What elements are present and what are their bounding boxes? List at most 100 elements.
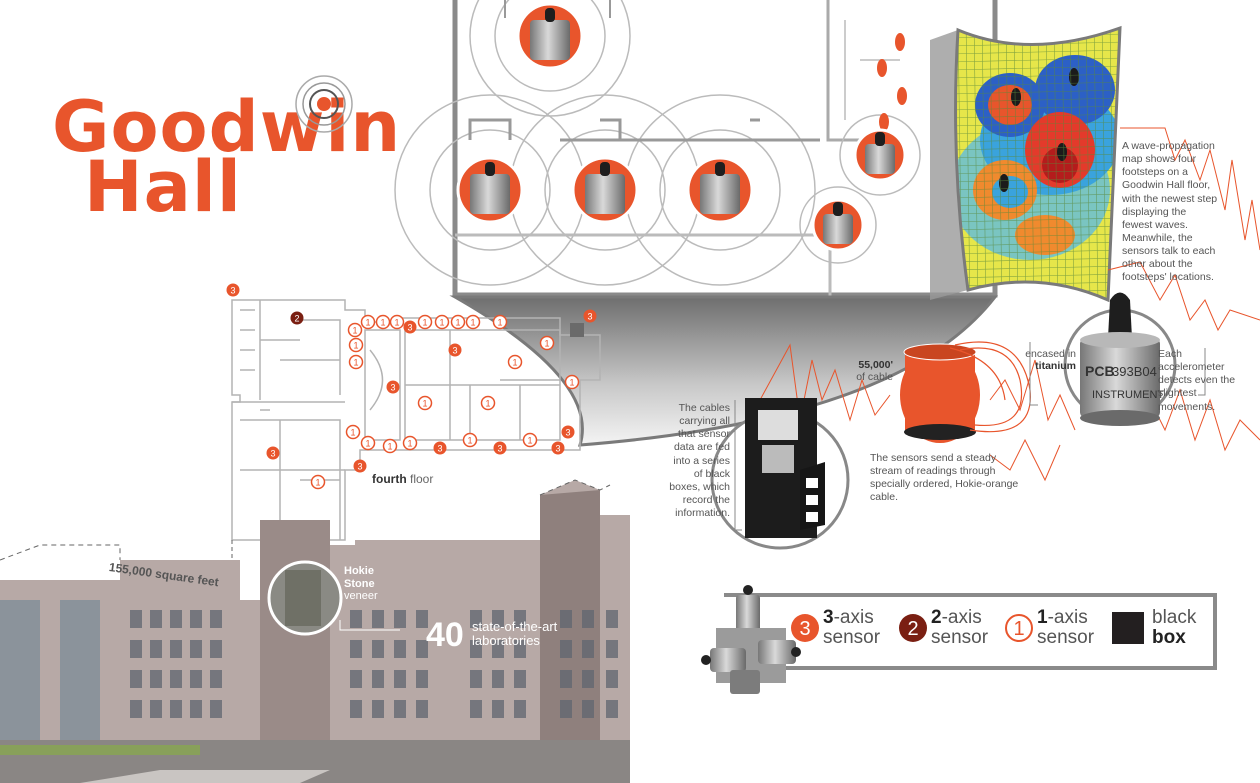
- sensor-marker-label: 1: [350, 428, 355, 438]
- legend-2-axis-label: -axis: [941, 607, 982, 628]
- legend-3-axis-label: -axis: [833, 607, 874, 628]
- sensor-marker-label: 1: [569, 378, 574, 388]
- wave-propagation-map: [954, 25, 1122, 303]
- sensor-marker-1-axis: [434, 314, 450, 330]
- sensor-marker-label: 1: [497, 318, 502, 328]
- sensor-marker-1-axis: [480, 395, 496, 411]
- sensor-marker-1-axis: [402, 435, 418, 451]
- sensor-marker-1-axis: [310, 474, 326, 490]
- sensor-marker-1-axis: [522, 432, 538, 448]
- sensor-marker-2-axis: [290, 311, 304, 325]
- sensor-2-axis-icon: 2: [899, 613, 927, 642]
- sensor-marker-label: 1: [455, 318, 460, 328]
- cable-length-value: 55,000': [858, 359, 893, 371]
- sensor-marker-1-axis: [348, 354, 364, 370]
- legend-3-axis-sub: sensor: [823, 626, 881, 648]
- sensor-marker-label: 1: [353, 358, 358, 368]
- sensor-marker-3-axis: [583, 309, 597, 323]
- encased-material: titanium: [1035, 360, 1076, 373]
- labs-text: state-of-the-art laboratories: [472, 619, 558, 649]
- sensor-marker-label: 1: [365, 318, 370, 328]
- sensor-marker-1-axis: [347, 322, 363, 338]
- sensor-marker-3-axis: [266, 446, 280, 460]
- sensor-marker-1-axis: [462, 432, 478, 448]
- sensor-marker-label: 1: [467, 436, 472, 446]
- sensor-marker-1-axis: [492, 314, 508, 330]
- footprint-icon: [877, 33, 907, 131]
- floor-label: fourth floor: [372, 472, 433, 487]
- sensor-marker-1-axis: [389, 314, 405, 330]
- sensor-marker-3-axis: [551, 441, 565, 455]
- sensor-marker-1-axis: [417, 314, 433, 330]
- sensor-marker-label: 1: [512, 358, 517, 368]
- sensor-marker-label: 3: [407, 323, 412, 333]
- sensor-marker-1-axis: [465, 314, 481, 330]
- cable-length: 55,000' of cable: [845, 359, 893, 383]
- sensor-marker-label: 2: [294, 314, 299, 324]
- svg-text:3: 3: [799, 618, 810, 640]
- sensor-marker-label: 3: [270, 449, 275, 459]
- sensor-marker-label: 3: [357, 462, 362, 472]
- legend-2-axis-sub: sensor: [931, 626, 989, 648]
- sensor-marker-label: 3: [390, 383, 395, 393]
- sensor-marker-label: 3: [587, 312, 592, 322]
- accelerometer-photo: PCB 393B04 INSTRUMENT: [1029, 292, 1206, 426]
- sensor-marker-1-axis: [360, 435, 376, 451]
- hokie-stone-rest: veneer: [344, 590, 378, 603]
- magnified-sensor-cap: [600, 162, 610, 176]
- legend-black-box-line2: box: [1152, 626, 1186, 648]
- legend: [701, 585, 1217, 694]
- black-box-photo: [710, 398, 850, 550]
- svg-text:2: 2: [907, 618, 918, 640]
- encased-text: encased in: [1025, 348, 1076, 360]
- hokie-stone-label: Hokie Stone veneer: [344, 565, 384, 603]
- cable-spool: [900, 341, 1031, 443]
- magnified-sensor-body: [585, 174, 625, 214]
- hokie-stone-bold: Hokie Stone: [344, 565, 375, 590]
- title-line1: Goodwin: [52, 86, 402, 168]
- target-icon: [295, 75, 353, 133]
- sensor-marker-label: 1: [439, 318, 444, 328]
- sensor-marker-3-axis: [353, 459, 367, 473]
- magnified-sensor-cap: [715, 162, 725, 176]
- cable-length-unit: of cable: [856, 370, 893, 383]
- sensor-3-axis-icon: [701, 585, 801, 694]
- floor-label-bold: fourth: [372, 472, 407, 486]
- legend-1-axis-num: 1: [1037, 607, 1048, 628]
- sensor-marker-3-axis: [433, 441, 447, 455]
- sensor-marker-label: 1: [394, 318, 399, 328]
- floor-label-rest: floor: [406, 472, 434, 486]
- sensor-marker-1-axis: [564, 374, 580, 390]
- sensor-marker-label: 3: [230, 286, 235, 296]
- sensor-model: 393B04: [1112, 364, 1157, 379]
- sensor-marker-1-axis: [507, 354, 523, 370]
- sensor-marker-1-axis: [450, 314, 466, 330]
- sensor-marker-1-axis: [360, 314, 376, 330]
- sensor-marker-1-axis: [375, 314, 391, 330]
- magnified-sensor-cap: [833, 202, 843, 216]
- black-box-caption: The cables carrying all that sensor data…: [669, 402, 730, 519]
- sensor-marker-label: 3: [555, 444, 560, 454]
- sensor-marker-3-axis: [403, 320, 417, 334]
- sensor-marker-label: 1: [315, 478, 320, 488]
- legend-2-axis-num: 2: [931, 607, 942, 628]
- sensor-marker-label: 3: [437, 444, 442, 454]
- sensor-marker-3-axis: [448, 343, 462, 357]
- sensor-marker-3-axis: [493, 441, 507, 455]
- magnified-sensor-body: [823, 214, 853, 244]
- legend-1-axis-sub: sensor: [1037, 626, 1095, 648]
- legend-3-axis-num: 3: [823, 607, 834, 628]
- magnified-sensor-cap: [875, 132, 885, 146]
- sensor-1-axis-icon: 1: [1005, 613, 1033, 642]
- sensor-marker-1-axis: [382, 438, 398, 454]
- sensor-marker-label: 1: [352, 326, 357, 336]
- sensor-marker-label: 1: [485, 399, 490, 409]
- magnified-sensor-cap: [485, 162, 495, 176]
- magnified-sensor-body: [470, 174, 510, 214]
- magnified-sensor-body: [700, 174, 740, 214]
